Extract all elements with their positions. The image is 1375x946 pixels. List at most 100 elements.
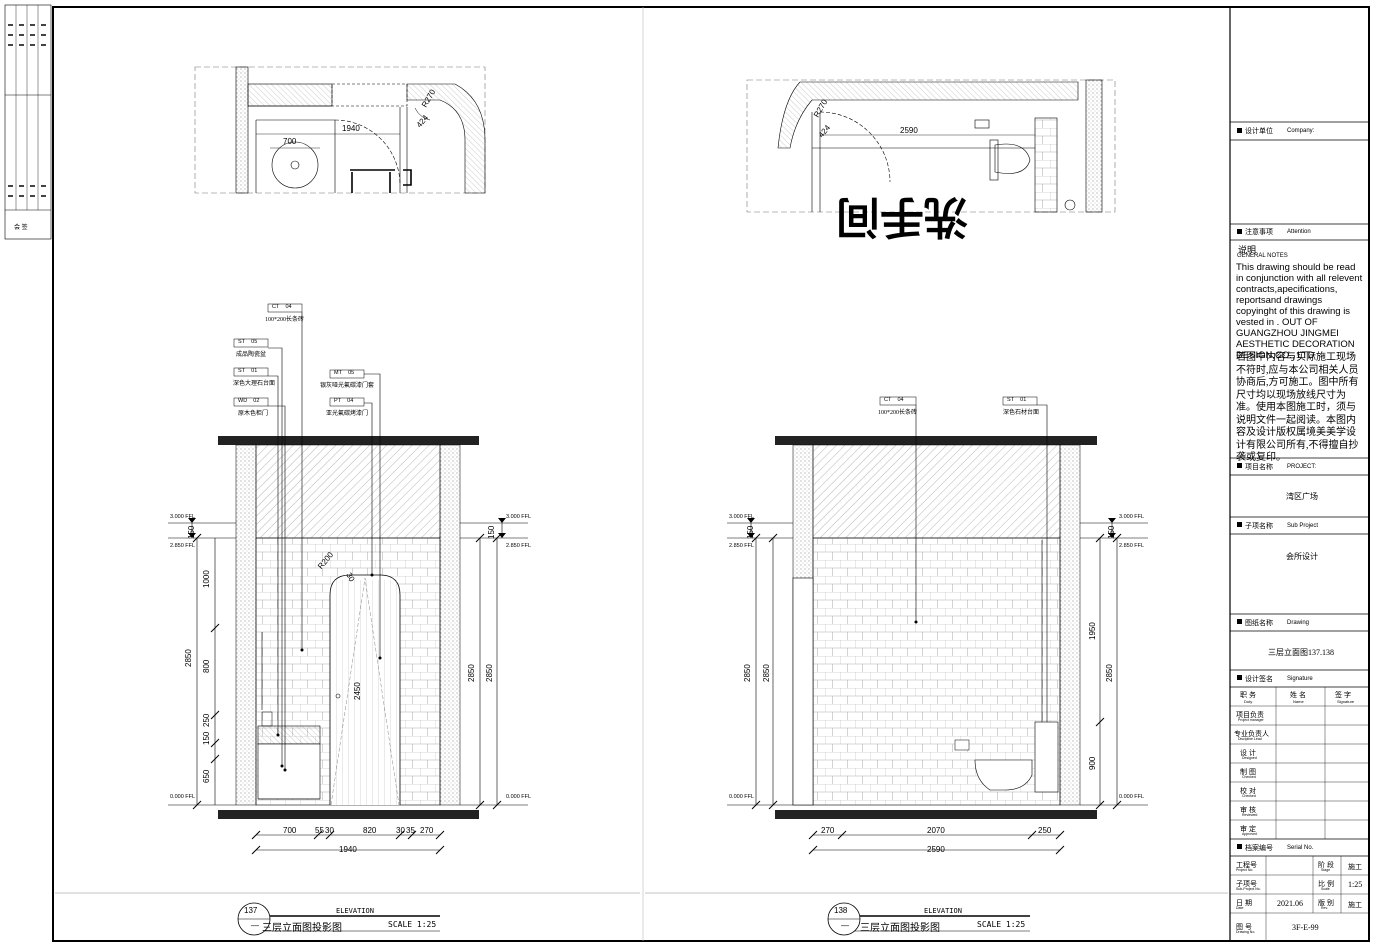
tag-137-pt04-code: PT 04 [334,398,354,404]
company-label-en: Company: [1287,128,1315,134]
dim-137-150: 150 [202,731,211,745]
dim-137-bot-30a: 30 [325,826,334,835]
tag-137-wd02-code: WD 02 [238,398,260,404]
tag-137-st05-desc: 成品陶瓷盆 [236,352,267,358]
dim-138-bot-270: 270 [821,826,835,835]
dim-138-900: 900 [1088,756,1097,770]
sig-row-4: 校 对 [1240,788,1256,795]
tag-137-st01-desc: 深色大理石台面 [233,381,276,387]
stage-cn: 阶 段 [1318,862,1334,869]
stage-value: 施工 [1348,863,1362,871]
dim-137-gap-left: 150 [187,525,196,539]
subproject-no-cn: 子项号 [1236,881,1257,888]
level-138-ceiling-left: 2.850 FFL [729,543,755,549]
signature-label-cn: 设计签名 [1245,676,1273,683]
stage-en: Stage [1321,868,1331,872]
sig-row-0-en: Project manager [1238,718,1264,722]
attention-label-cn: 注意事项 [1245,229,1273,236]
level-137-top-right: 3.000 FFL [506,514,532,520]
sig-row-6-en: Approved [1242,832,1257,836]
plan-137 [194,66,486,194]
dim-138-bot-2070: 2070 [927,826,945,835]
level-138-floor-left: 0.000 FFL [729,794,755,800]
level-138-top-right: 3.000 FFL [1119,514,1145,520]
notes-title-cn: 说明 [1238,245,1257,255]
dim-138-1950: 1950 [1088,622,1097,640]
drawing-no-value: 3F-E-99 [1292,923,1319,932]
sheet-border [52,6,1370,942]
drawing-label-en: Drawing [1287,620,1310,626]
dim-137-bot-55: 55 [315,826,324,835]
plan-137-dim-424: 424 [415,113,431,129]
dim-137-800: 800 [202,659,211,673]
tag-138-st01-desc: 深色石材台面 [1003,410,1040,416]
sig-header-name-en: Name [1293,699,1304,704]
elevation-138-scale: SCALE 1:25 [977,920,1026,929]
elevation-137-number: 137 [244,906,258,915]
date-en: Date [1236,906,1244,910]
dim-137-height-left: 2850 [184,649,193,667]
elevation-137-title-en: ELEVATION [336,907,374,915]
project-label-cn: 项目名称 [1245,464,1273,471]
dim-138-gap-right: 150 [1107,525,1116,539]
elevation-137-title-cn: 三层立面图投影图 [262,923,342,934]
sig-row-3-en: Checked [1242,775,1256,779]
tag-137-pt04-desc: 亚光氟碳烤漆门 [326,411,369,417]
level-137-ceiling-right: 2.850 FFL [506,543,532,549]
left-strip-label: 会 签 [14,225,28,231]
elevation-137 [168,303,528,855]
tag-137-mt05-desc: 银灰哑光氟碳漆门套 [320,383,375,389]
level-137-floor-right: 0.000 FFL [506,794,532,800]
drawing-label-cn: 图纸名称 [1245,620,1273,627]
sig-row-5-en: Reviewed [1242,813,1258,817]
date-value: 2021.06 [1277,899,1303,908]
dim-137-bot-700: 700 [283,826,297,835]
dim-137-1000: 1000 [202,570,211,588]
subproject-label-cn: 子项名称 [1245,523,1273,530]
dim-138-height-right: 2850 [1105,664,1114,682]
level-137-floor-left: 0.000 FFL [170,794,196,800]
dim-137-total: 1940 [339,845,357,854]
level-137-ceiling-left: 2.850 FFL [170,543,196,549]
project-label-en: PROJECT: [1287,464,1317,470]
sig-header-sign-en: Signature [1337,699,1355,704]
dim-138-gap-left: 150 [746,525,755,539]
attention-label-en: Attention [1287,229,1311,235]
drawing-no-cn: 图 号 [1236,924,1252,931]
serial-label-en: Serial No. [1287,845,1314,851]
plan-138-dim-424: 424 [817,123,833,139]
elevation-138-title-cn: 三层立面图投影图 [860,923,940,934]
drawing-value: 三层立面图137.138 [1268,648,1334,657]
sig-header-duty-en: Duty [1244,699,1253,704]
sig-header-sign: 签 字 [1335,692,1351,699]
sig-row-2-en: Designed [1242,756,1257,760]
company-label-cn: 设计单位 [1245,128,1273,135]
project-no-en: Project No. [1236,868,1254,872]
title-block-grid [1230,121,1369,857]
dim-137-bot-35: 35 [406,826,415,835]
dim-137-height-right-a: 2850 [467,664,476,682]
notes-cn: 若图中内容与实际施工现场不符时,应与本公司相关人员协商后,方可施工。图中所有尺寸… [1236,352,1359,463]
plan-138-dim-2590: 2590 [900,126,918,135]
project-value: 湾区广场 [1286,492,1318,501]
level-138-top-left: 3.000 FFL [729,514,755,520]
plan-138 [746,79,1116,213]
elevation-138 [727,396,1148,855]
plan-137-dim-1940: 1940 [342,124,360,133]
level-137-top-left: 3.000 FFL [170,514,196,520]
plan-137-dim-700: 700 [283,137,297,146]
tag-138-st01-code: ST 01 [1007,397,1027,403]
tag-138-ct04-code: CT 04 [884,397,904,403]
sig-row-4-en: Checked [1242,794,1256,798]
dim-138-bot-250: 250 [1038,826,1052,835]
scale-en: Scale [1321,887,1330,891]
title-block: 设计单位 Company: 注意事项 Attention 说明 GENERAL … [1230,0,1369,946]
elevation-137-scale: SCALE 1:25 [388,920,437,929]
elevation-138-title-en: ELEVATION [924,907,962,915]
dim-137-door: 2450 [353,682,362,700]
sig-row-2: 设 计 [1240,750,1256,757]
sig-row-0: 项目负责 [1236,712,1264,719]
tag-138-ct04-desc: 100*200长条砖 [878,410,918,416]
elevation-137-index: — [251,921,259,930]
